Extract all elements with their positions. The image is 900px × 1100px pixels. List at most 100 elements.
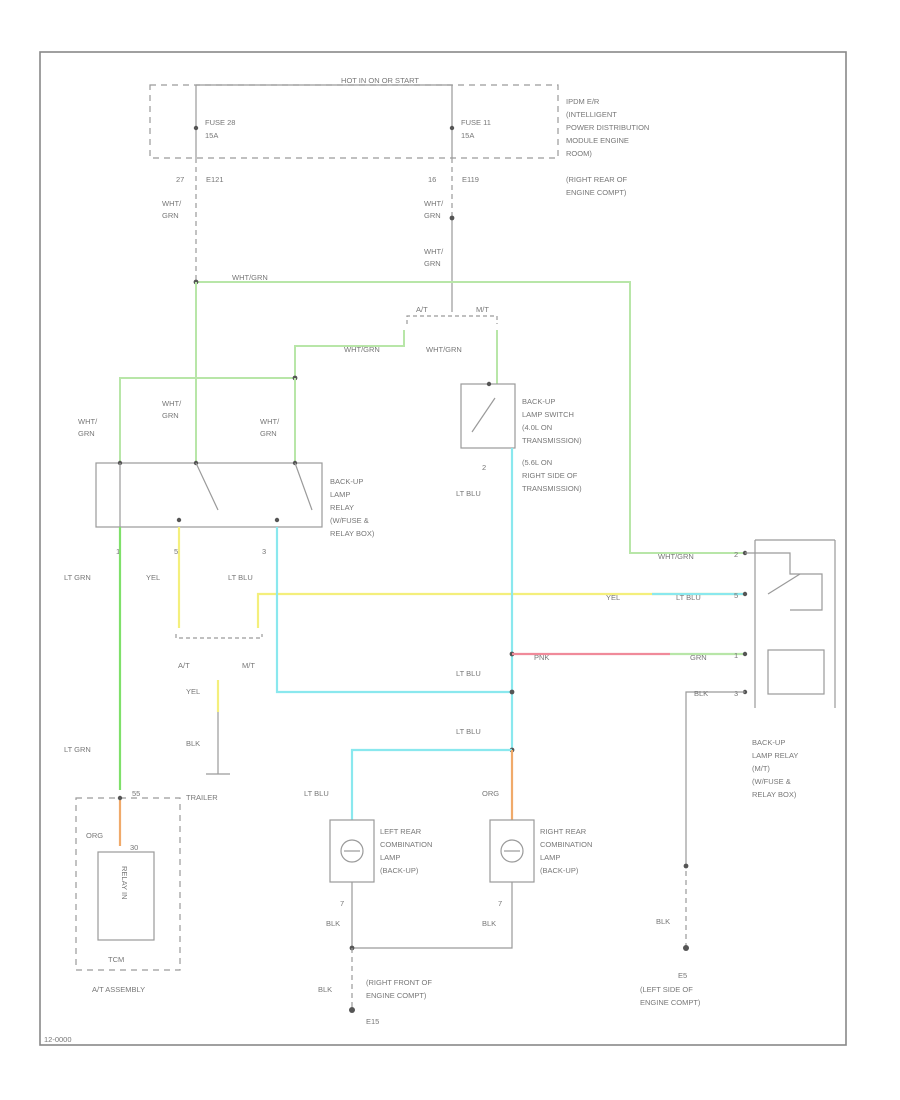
wire-label-lt-grn-2: LT GRN (64, 745, 91, 754)
backup-switch-line-3: TRANSMISSION) (522, 436, 582, 445)
backup-switch-line-4: (5.6L ON (522, 458, 552, 467)
fuse-11-symbol (449, 125, 455, 131)
wire-label-wht-grn-2b: GRN (424, 211, 441, 220)
lamp-ground-wiring: BLK (RIGHT FRONT OF ENGINE COMPT) E15 (318, 882, 513, 1026)
wire-label-blk-4: BLK (482, 919, 496, 928)
wire-label-blk-1: BLK (694, 689, 708, 698)
ground-e5-line-0: (LEFT SIDE OF (640, 985, 693, 994)
split-mt-label-2: M/T (242, 661, 255, 670)
right-lamp-bulb-icon (500, 839, 524, 863)
wire-label-blk-trailer: BLK (186, 739, 200, 748)
wire-label-wht-grn-10a: WHT/ (260, 417, 280, 426)
wire-label-wht-grn-4: WHT/GRN (232, 273, 268, 282)
wire-label-wht-grn-10b: GRN (260, 429, 277, 438)
left-lamp-line-2: LAMP (380, 853, 400, 862)
relay-left-pin-5: 5 (174, 547, 178, 556)
right-lamp-line-2: LAMP (540, 853, 560, 862)
pin-16: 16 (428, 175, 436, 184)
relay-left-line-3: (W/FUSE & (330, 516, 369, 525)
yel-wire: YEL YEL A/T M/T YEL BLK TRAILER (146, 527, 745, 802)
ipdm-fuse-box: HOT IN ON OR START FUSE 28 15A FUSE 11 1… (149, 76, 649, 197)
relay-right-pin-3: 3 (734, 689, 738, 698)
tcm-pin-55: 55 (132, 789, 140, 798)
backup-lamp-switch: BACK-UP LAMP SWITCH (4.0L ON TRANSMISSIO… (456, 381, 582, 498)
wire-label-wht-grn-8a: WHT/ (78, 417, 98, 426)
right-lamp-pin: 7 (498, 899, 502, 908)
lt-grn-wire: LT GRN LT GRN (64, 527, 122, 790)
relay-left-line-4: RELAY BOX) (330, 529, 375, 538)
wire-label-pnk: PNK (534, 653, 549, 662)
wire-label-lt-blu-1: LT BLU (456, 489, 481, 498)
wire-label-lt-blu-2: LT BLU (228, 573, 253, 582)
ipdm-desc-5: (RIGHT REAR OF (566, 175, 628, 184)
split-at-label: A/T (416, 305, 428, 314)
wire-label-wht-grn-3b: GRN (424, 259, 441, 268)
tcm-label: TCM (108, 955, 124, 964)
fuse-11-rating: 15A (461, 131, 474, 140)
pnk-grn-wire: PNK GRN (512, 652, 745, 662)
wire-label-lt-blu-4: LT BLU (456, 669, 481, 678)
left-lamp-line-1: COMBINATION (380, 840, 432, 849)
relay-left-line-0: BACK-UP (330, 477, 363, 486)
blk-ground-right: BLK BLK E5 (LEFT SIDE OF ENGINE COMPT) (640, 689, 745, 1007)
ground-e15-line-0: (RIGHT FRONT OF (366, 978, 432, 987)
fuse-28-symbol (193, 125, 199, 131)
wire-label-blk-2: BLK (656, 917, 670, 926)
wire-label-lt-grn-1: LT GRN (64, 573, 91, 582)
right-lamp-line-3: (BACK-UP) (540, 866, 579, 875)
left-lamp-pin: 7 (340, 899, 344, 908)
backup-lamp-relay-right: BACK-UP LAMP RELAY (M/T) (W/FUSE & RELAY… (734, 539, 836, 799)
wire-label-wht-grn-2a: WHT/ (424, 199, 444, 208)
wire-label-wht-grn-9b: GRN (162, 411, 179, 420)
footer-code: 12-0000 (44, 1035, 72, 1044)
wire-label-yel-3: YEL (186, 687, 200, 696)
relay-right-line-4: RELAY BOX) (752, 790, 797, 799)
relay-right-line-1: LAMP RELAY (752, 751, 798, 760)
split-at-label-2: A/T (178, 661, 190, 670)
org-wire: ORG (482, 750, 514, 820)
wire-label-lt-blu-3: LT BLU (676, 593, 701, 602)
left-rear-combination-lamp: LEFT REAR COMBINATION LAMP (BACK-UP) 7 B… (326, 819, 432, 928)
ipdm-desc-0: IPDM E/R (566, 97, 600, 106)
backup-switch-line-2: (4.0L ON (522, 423, 552, 432)
ground-e5-line-1: ENGINE COMPT) (640, 998, 701, 1007)
wire-label-yel-1: YEL (146, 573, 160, 582)
wire-label-yel-2: YEL (606, 593, 620, 602)
ground-e15-line-1: ENGINE COMPT) (366, 991, 427, 1000)
backup-switch-line-1: LAMP SWITCH (522, 410, 574, 419)
wire-label-wht-grn-1a: WHT/ (162, 199, 182, 208)
hot-in-header: HOT IN ON OR START (341, 76, 419, 85)
ipdm-desc-3: MODULE ENGINE (566, 136, 629, 145)
relay-left-pin-1: 1 (116, 547, 120, 556)
fuse-28-rating: 15A (205, 131, 218, 140)
at-mt-split-top: A/T M/T WHT/GRN WHT/GRN WHT/ GRN WHT/ GR… (78, 282, 498, 462)
left-lamp-bulb-icon (340, 839, 364, 863)
backup-switch-line-0: BACK-UP (522, 397, 555, 406)
relay-left-line-2: RELAY (330, 503, 354, 512)
ipdm-desc-1: (INTELLIGENT (566, 110, 617, 119)
wire-label-org-2: ORG (86, 831, 103, 840)
left-lamp-line-0: LEFT REAR (380, 827, 422, 836)
tcm-pin-30: 30 (130, 843, 138, 852)
wire-label-wht-grn-5: WHT/GRN (658, 552, 694, 561)
split-mt-label: M/T (476, 305, 489, 314)
ground-e15-id: E15 (366, 1017, 379, 1026)
right-rear-combination-lamp: RIGHT REAR COMBINATION LAMP (BACK-UP) 7 … (482, 819, 592, 928)
ipdm-desc-6: ENGINE COMPT) (566, 188, 627, 197)
ipdm-desc-4: ROOM) (566, 149, 592, 158)
relay-left-pin-3: 3 (262, 547, 266, 556)
at-assembly-label: A/T ASSEMBLY (92, 985, 145, 994)
wire-label-wht-grn-7: WHT/GRN (426, 345, 462, 354)
ground-e5-id: E5 (678, 971, 687, 980)
wire-label-grn: GRN (690, 653, 707, 662)
switch-contact (471, 397, 496, 433)
fuse-28-label: FUSE 28 (205, 118, 235, 127)
connector-e121: E121 (206, 175, 224, 184)
right-lamp-line-1: COMBINATION (540, 840, 592, 849)
at-assembly: 55 ORG 30 RELAY IN TCM A/T ASSEMBLY (75, 789, 181, 994)
ipdm-desc-2: POWER DISTRIBUTION (566, 123, 649, 132)
wire-label-lt-blu-5: LT BLU (456, 727, 481, 736)
fuse-11-label: FUSE 11 (461, 118, 491, 127)
left-lamp-line-3: (BACK-UP) (380, 866, 419, 875)
